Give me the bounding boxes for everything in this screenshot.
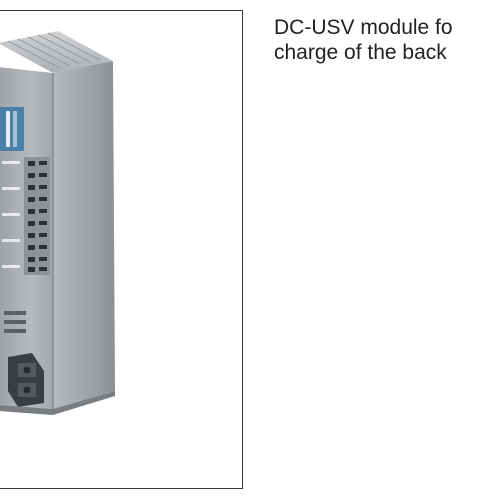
led-indicator-column	[2, 157, 50, 275]
label-slots	[4, 311, 26, 333]
housing-side	[53, 61, 115, 409]
caption-line-1: DC-USV module fo	[274, 16, 453, 39]
brand-strip	[0, 107, 24, 151]
top-vents	[7, 32, 101, 69]
module-caption: DC-USV module fo charge of the back	[274, 15, 500, 65]
brand-logo-icon	[6, 111, 17, 147]
product-photo	[0, 10, 243, 489]
dc-ups-module-image	[0, 31, 115, 415]
caption-line-2: charge of the back	[274, 41, 447, 64]
connector-plug	[8, 353, 44, 407]
